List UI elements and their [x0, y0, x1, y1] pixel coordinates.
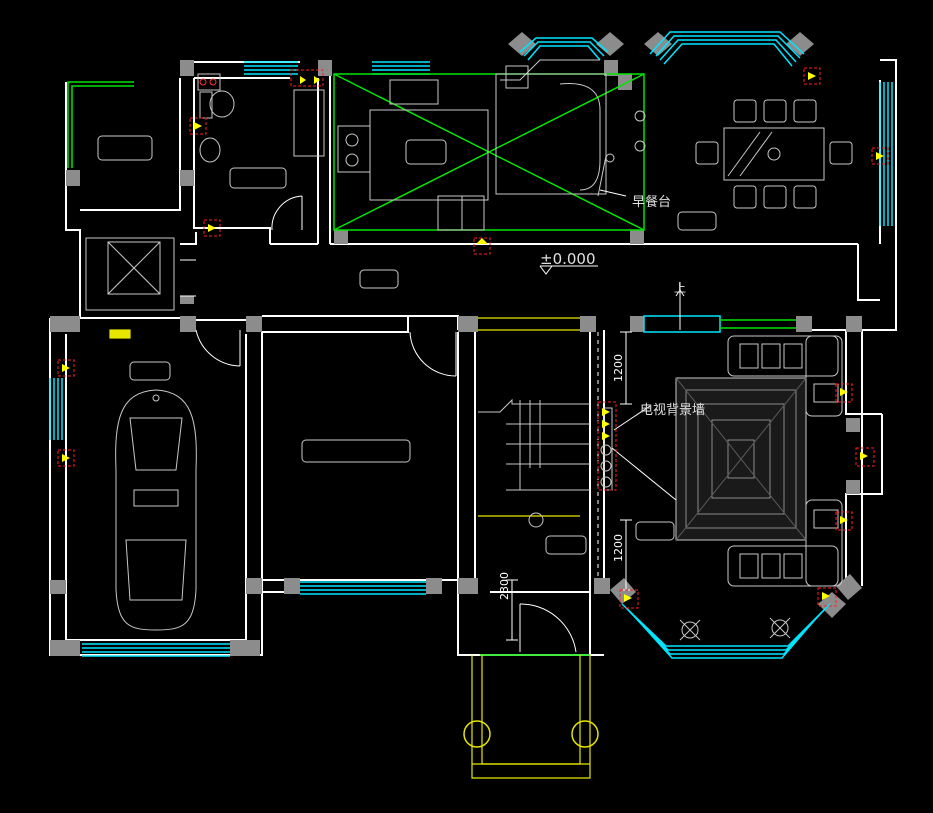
column: [180, 60, 194, 76]
column: [318, 60, 332, 76]
dimension-label-upper: 1200: [612, 354, 625, 382]
elevator-shaft: [85, 237, 175, 311]
column: [50, 316, 80, 332]
planter: [571, 720, 599, 748]
yellow-lines: [109, 317, 591, 779]
column: [180, 316, 196, 332]
column: [458, 578, 478, 594]
dimension-label-porch: 2300: [498, 572, 511, 600]
socket-icon: [871, 147, 889, 165]
column: [846, 316, 862, 332]
plant-icon: [771, 619, 789, 637]
planter: [463, 720, 491, 748]
column: [796, 316, 812, 332]
column: [50, 580, 66, 594]
doors: [180, 195, 577, 653]
socket-icon: [817, 587, 837, 607]
socket-icon: [597, 401, 617, 491]
column: [580, 316, 596, 332]
socket-icon: [803, 67, 821, 85]
column: [618, 74, 632, 90]
staircase: [478, 398, 590, 555]
column: [180, 170, 194, 186]
socket-icon: [855, 447, 875, 467]
sofa-set: [635, 335, 843, 587]
dimension-label-lower: 1200: [612, 534, 625, 562]
column: [426, 578, 442, 594]
walls: [49, 59, 897, 656]
column: [836, 574, 862, 600]
column: [50, 640, 80, 656]
column: [786, 32, 814, 56]
plant-icon: [681, 621, 699, 639]
column: [458, 316, 478, 332]
column: [334, 230, 348, 244]
socket-icon: [203, 219, 221, 237]
green-lines: [67, 73, 796, 656]
socket-icon: [835, 511, 853, 531]
socket-icon: [189, 117, 207, 135]
column: [604, 60, 618, 76]
column: [846, 480, 860, 494]
column: [230, 640, 260, 656]
column: [180, 296, 194, 304]
socket-icon: [835, 383, 853, 403]
up-arrow-label: 上: [674, 281, 686, 295]
column: [610, 578, 636, 604]
tv-wall-label: 电视背景墙: [640, 403, 705, 418]
porch-planters: [463, 720, 599, 748]
column: [594, 578, 610, 594]
column: [630, 230, 644, 244]
socket-icon: [57, 449, 75, 467]
socket-icon: [57, 359, 75, 377]
area-rug: [675, 377, 807, 541]
column: [284, 578, 300, 594]
car: [115, 389, 197, 631]
column: [846, 418, 860, 432]
socket-icon: [290, 69, 324, 87]
windows: [49, 31, 893, 659]
socket-icon: [619, 589, 639, 609]
column: [246, 316, 262, 332]
furniture: [85, 59, 853, 641]
socket-icon: [473, 237, 491, 255]
column: [246, 578, 262, 594]
elevation-label: ±0.000: [540, 250, 596, 268]
column: [66, 170, 80, 186]
breakfast-counter-label: 早餐台: [632, 194, 671, 210]
plant-icon: [528, 512, 544, 528]
dining-table: [723, 127, 825, 181]
column: [508, 32, 536, 56]
column: [596, 32, 624, 56]
column: [630, 316, 644, 332]
socket-markers: [57, 67, 889, 609]
